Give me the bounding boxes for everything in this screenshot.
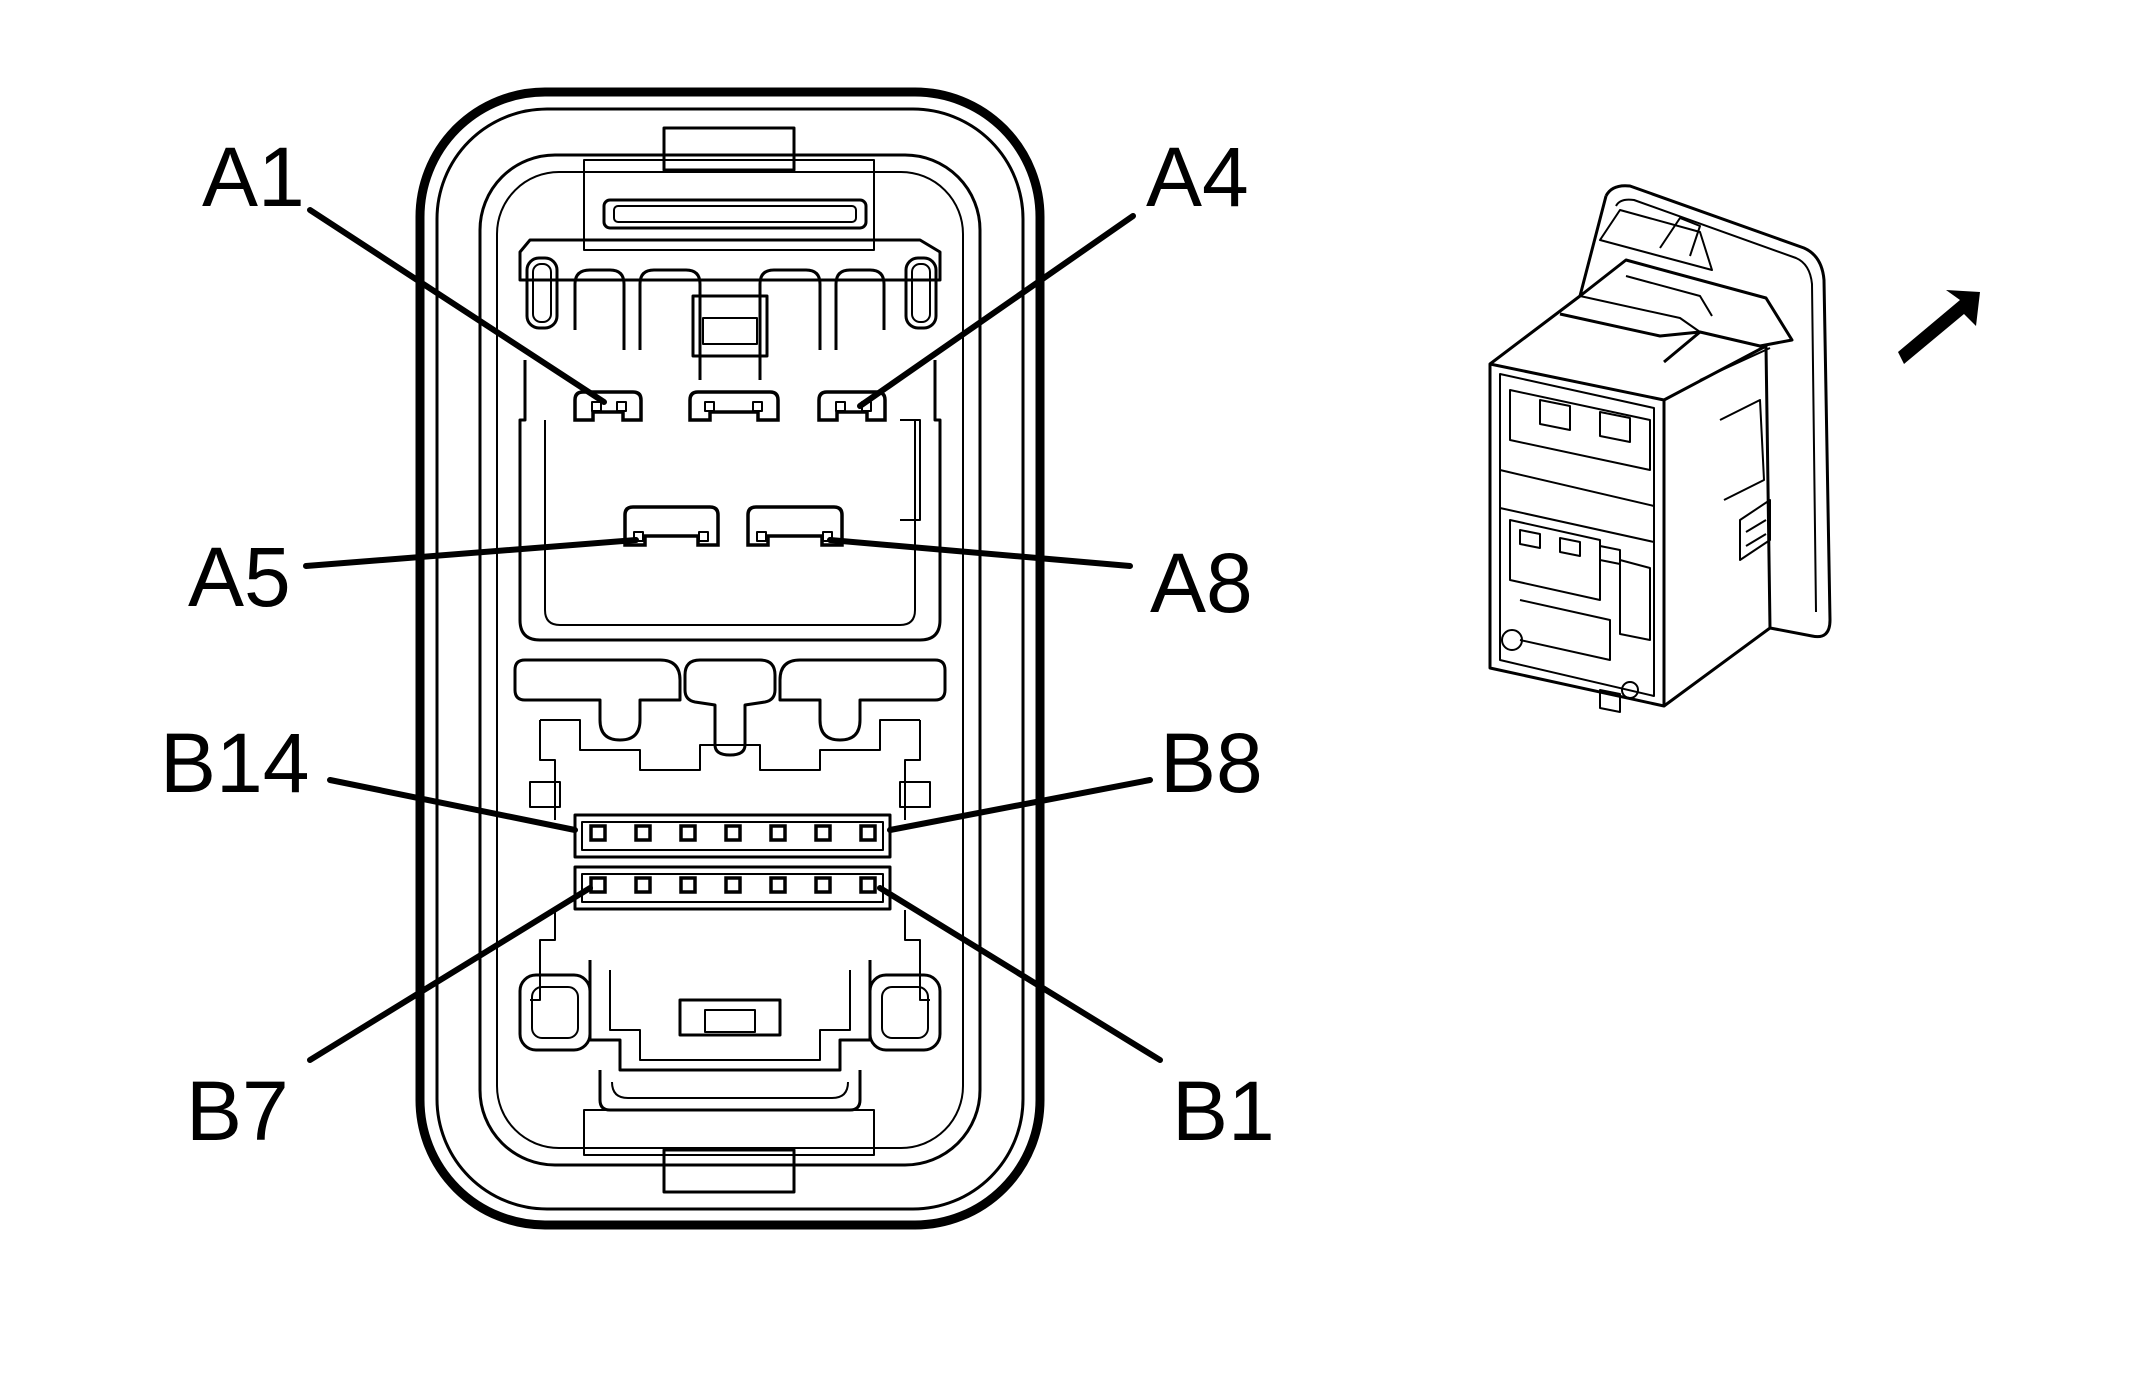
bottom-latch: [662, 1148, 796, 1194]
leader-b1: [877, 885, 1163, 1063]
connector-face-view: [415, 87, 1045, 1230]
connector-housing-outer: [415, 87, 1045, 1230]
top-latch: [662, 126, 796, 172]
leader-lines: [303, 207, 1163, 1063]
arrow-up-right-icon: [1898, 290, 1980, 364]
label-b14: B14: [160, 716, 309, 810]
label-b1: B1: [1172, 1064, 1275, 1158]
leader-a8: [827, 537, 1133, 569]
leader-b8: [887, 777, 1153, 833]
b-row-lower: [573, 865, 892, 911]
leader-a5: [303, 537, 639, 569]
leader-b14: [327, 777, 578, 833]
label-a8: A8: [1150, 536, 1253, 630]
b-row-lower-pins: [589, 876, 877, 894]
label-b8: B8: [1160, 716, 1263, 810]
leader-a1: [307, 207, 607, 405]
pin-labels: A1 A4 A5 A8 B14 B8 B7 B1: [160, 130, 1275, 1158]
leader-a4: [857, 213, 1136, 409]
leader-b7: [307, 885, 593, 1063]
connector-isometric-view: [1488, 184, 1832, 713]
label-a5: A5: [188, 530, 291, 624]
label-a4: A4: [1146, 130, 1249, 224]
label-a1: A1: [202, 130, 305, 224]
b-row-upper-pins: [589, 824, 877, 842]
b-row-upper: [573, 813, 892, 859]
label-b7: B7: [186, 1064, 289, 1158]
